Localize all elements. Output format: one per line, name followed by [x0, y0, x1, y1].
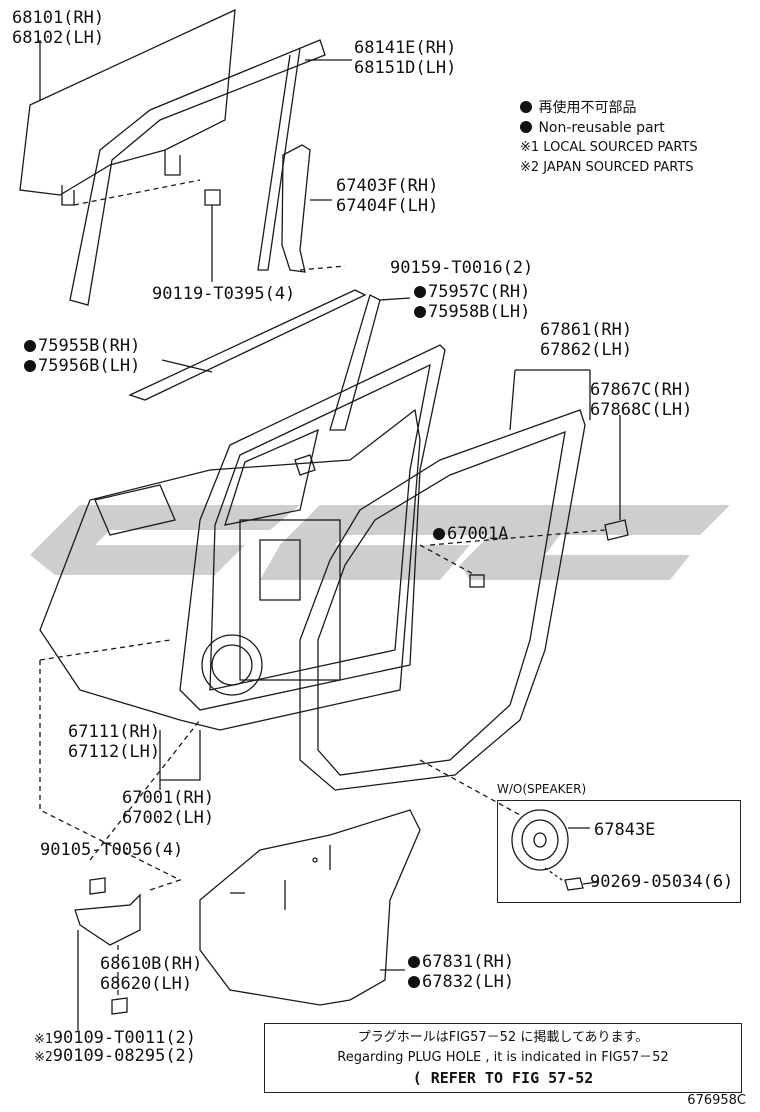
- legend-japan-sourced: ※2 JAPAN SOURCED PARTS: [520, 160, 694, 175]
- run-channel: [69, 39, 326, 306]
- note-jp: プラグホールはFIG57－52 に掲載してあります。: [357, 1030, 649, 1045]
- label-text: 67832(LH): [422, 972, 515, 992]
- label-68620: 68620(LH): [100, 974, 193, 994]
- label-text: 75958B(LH): [428, 302, 531, 322]
- watermark-logo: [30, 505, 730, 580]
- wo-speaker-title: W/O(SPEAKER): [497, 782, 587, 796]
- label-90109-t0011: ※190109-T0011(2): [34, 1028, 196, 1050]
- label-67404f: 67404F(LH): [336, 196, 439, 216]
- door-frame: [179, 344, 446, 711]
- non-reusable-dot-icon: [520, 121, 532, 133]
- label-67867c: 67867C(RH): [590, 380, 693, 400]
- label-90159: 90159-T0016(2): [390, 258, 534, 278]
- non-reusable-dot-icon: [408, 956, 420, 968]
- label-68141e: 68141E(RH): [354, 38, 457, 58]
- belt-weatherstrip-inner: [329, 294, 381, 431]
- local-sourced-mark: ※1: [34, 1032, 53, 1047]
- label-75955b: 75955B(RH): [24, 336, 140, 356]
- label-67111: 67111(RH): [68, 722, 161, 742]
- non-reusable-dot-icon: [408, 976, 420, 988]
- label-68102: 68102(LH): [12, 28, 105, 48]
- door-panel-outer: [39, 408, 421, 731]
- drawing-lines: [19, 8, 629, 1030]
- label-text: 90109-T0011(2): [52, 1028, 197, 1048]
- label-67843e: 67843E: [594, 820, 656, 840]
- label-text: 75955B(RH): [38, 336, 141, 356]
- label-75957c: 75957C(RH): [414, 282, 530, 302]
- label-67868c: 67868C(LH): [590, 400, 693, 420]
- label-67831: 67831(RH): [408, 952, 514, 972]
- legend-local-sourced: ※1 LOCAL SOURCED PARTS: [520, 140, 698, 155]
- label-68151d: 68151D(LH): [354, 58, 457, 78]
- non-reusable-dot-icon: [414, 306, 426, 318]
- label-90105: 90105-T0056(4): [40, 840, 184, 860]
- label-67001: 67001(RH): [122, 788, 215, 808]
- label-90109-08295: ※290109-08295(2): [34, 1046, 196, 1068]
- label-text: 75957C(RH): [428, 282, 531, 302]
- non-reusable-dot-icon: [414, 286, 426, 298]
- non-reusable-dot-icon: [520, 101, 532, 113]
- wo-speaker-box: [497, 800, 741, 903]
- door-hinge: [74, 893, 141, 946]
- speaker-unit: [511, 809, 569, 871]
- label-67832: 67832(LH): [408, 972, 514, 992]
- speaker-hole: [201, 634, 263, 696]
- legend-non-reusable-en: Non-reusable part: [520, 118, 698, 138]
- japan-sourced-mark: ※2: [34, 1050, 53, 1065]
- label-68610b: 68610B(RH): [100, 954, 203, 974]
- label-67403f: 67403F(RH): [336, 176, 439, 196]
- label-75956b: 75956B(LH): [24, 356, 140, 376]
- non-reusable-dot-icon: [24, 340, 36, 352]
- label-90119: 90119-T0395(4): [152, 284, 296, 304]
- legend-non-reusable-jp: 再使用不可部品: [520, 98, 698, 118]
- legend: 再使用不可部品 Non-reusable part ※1 LOCAL SOURC…: [520, 98, 698, 178]
- label-text: 67001A: [447, 524, 509, 544]
- label-90269: 90269-05034(6): [590, 872, 734, 892]
- door-glass: [19, 8, 236, 196]
- note-en: Regarding PLUG HOLE , it is indicated in…: [337, 1050, 669, 1065]
- door-weatherstrip: [299, 409, 586, 791]
- label-67001a: 67001A: [433, 524, 508, 544]
- non-reusable-dot-icon: [433, 528, 445, 540]
- label-67112: 67112(LH): [68, 742, 161, 762]
- belt-weatherstrip-outer: [128, 289, 367, 401]
- label-text: 67831(RH): [422, 952, 515, 972]
- service-hole-cover: [199, 809, 421, 1006]
- label-text: 90109-08295(2): [52, 1046, 197, 1066]
- legend-text: 再使用不可部品: [538, 100, 637, 116]
- label-67861: 67861(RH): [540, 320, 633, 340]
- label-67002: 67002(LH): [122, 808, 215, 828]
- plug-hole-note: プラグホールはFIG57－52 に掲載してあります。 Regarding PLU…: [264, 1023, 742, 1093]
- non-reusable-dot-icon: [24, 360, 36, 372]
- label-text: 75956B(LH): [38, 356, 141, 376]
- label-68101: 68101(RH): [12, 8, 105, 28]
- label-67862: 67862(LH): [540, 340, 633, 360]
- label-75958b: 75958B(LH): [414, 302, 530, 322]
- figure-id: 676958C: [687, 1093, 746, 1108]
- note-ref: ( REFER TO FIG 57-52: [412, 1069, 594, 1087]
- legend-text: Non-reusable part: [538, 120, 665, 136]
- window-frame-moulding: [281, 144, 311, 273]
